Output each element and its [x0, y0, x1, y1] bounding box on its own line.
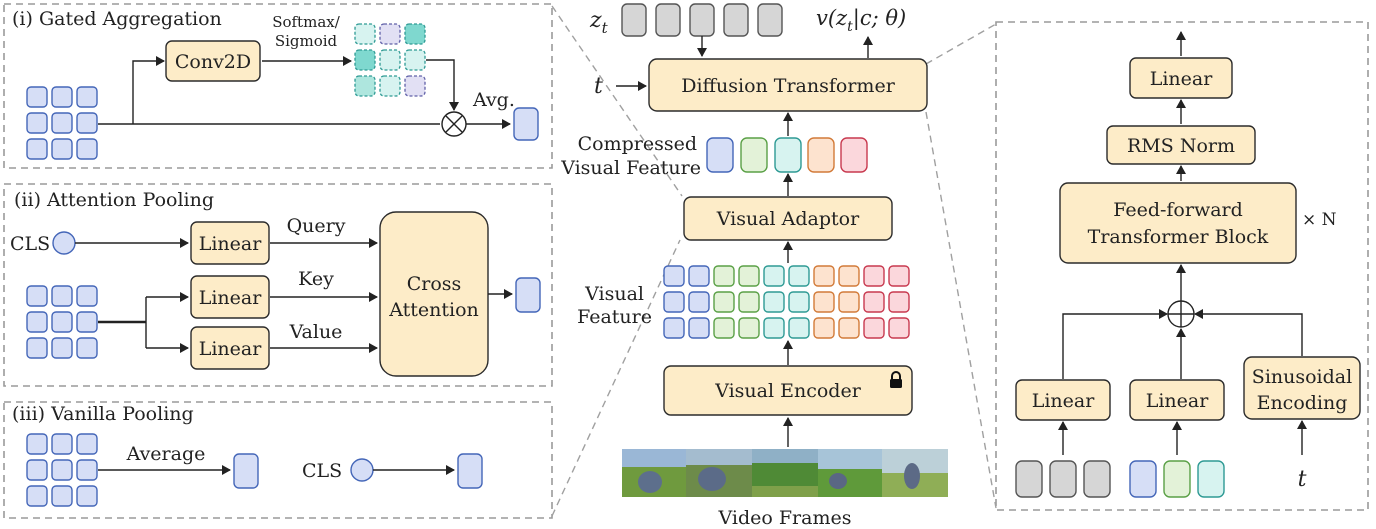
- timestep-label: t: [1298, 467, 1307, 492]
- attn-title: (ii) Attention Pooling: [14, 189, 214, 211]
- panel-vanilla-pooling: [3, 401, 553, 519]
- feedforward-label-1: Feed-forward: [1113, 199, 1243, 221]
- video-frames-strip: [622, 449, 948, 497]
- linear-top-box: [1129, 57, 1233, 99]
- avg-label: Avg.: [472, 89, 515, 111]
- average-label: Average: [126, 443, 206, 465]
- vanilla-cls-label: CLS: [302, 460, 342, 482]
- linear-value-box: [190, 326, 270, 370]
- cross-attention-label-1: Cross: [407, 273, 462, 295]
- attn-cls-label: CLS: [10, 233, 50, 255]
- linear-key-label: Linear: [199, 287, 263, 309]
- attn-input-grid: [26, 285, 98, 359]
- conv2d-label: Conv2D: [175, 51, 251, 73]
- add-icon: [1167, 300, 1195, 328]
- visual-encoder-label: Visual Encoder: [714, 380, 861, 402]
- gated-title: (i) Gated Aggregation: [12, 8, 222, 30]
- diffusion-transformer-box: [648, 58, 928, 112]
- panel-transformer-detail: [995, 21, 1369, 511]
- visual-adaptor-box: [683, 196, 893, 241]
- compressed-feature-label-2: Visual Feature: [560, 157, 701, 179]
- panel-attention-pooling: [3, 183, 553, 387]
- gated-input-grid: [26, 86, 98, 160]
- value-label: Value: [289, 321, 343, 343]
- key-label: Key: [298, 268, 334, 290]
- diffusion-transformer-label: Diffusion Transformer: [681, 75, 895, 97]
- compressed-feature-tokens: [706, 137, 868, 173]
- query-label: Query: [287, 215, 346, 237]
- vanilla-input-grid: [26, 433, 98, 507]
- zoom-line-left-bottom: [551, 239, 681, 517]
- noise-token-row: [621, 3, 783, 37]
- conv2d-box: [165, 40, 261, 82]
- attn-cls-token: [52, 231, 76, 255]
- linear-top-label: Linear: [1150, 68, 1214, 90]
- softmax-label-1: Softmax/: [272, 13, 341, 31]
- visual-adaptor-label: Visual Adaptor: [716, 208, 860, 230]
- sinusoidal-label-2: Encoding: [1257, 392, 1348, 414]
- vanilla-output-token-2: [457, 453, 483, 489]
- output-label: v(zt|c; θ): [816, 6, 906, 35]
- feedforward-block-box: [1059, 182, 1297, 264]
- zoom-line-right-bottom: [925, 111, 997, 509]
- time-input-label: t: [594, 74, 603, 99]
- linear-query-box: [190, 221, 270, 265]
- times-n-label: × N: [1302, 210, 1337, 230]
- vanilla-title: (iii) Vanilla Pooling: [12, 403, 194, 425]
- lock-icon: [890, 371, 902, 388]
- vanilla-output-token-1: [233, 453, 259, 489]
- attn-output-token: [515, 277, 541, 313]
- visual-encoder-box: [663, 365, 913, 416]
- compressed-feature-label-1: Compressed: [578, 133, 697, 155]
- visual-feature-grid: [663, 265, 910, 339]
- linear-a-label: Linear: [1032, 390, 1096, 412]
- cross-attention-label-2: Attention: [388, 299, 479, 321]
- visual-feature-label-1: Visual: [584, 283, 644, 305]
- condition-token-input-row: [1129, 460, 1225, 498]
- zoom-line-left-top: [551, 5, 683, 197]
- linear-query-label: Linear: [199, 233, 263, 255]
- sinusoidal-encoding-box: [1243, 356, 1361, 420]
- rms-norm-label: RMS Norm: [1127, 135, 1235, 157]
- noise-token-input-row: [1015, 460, 1111, 498]
- panel-gated-aggregation: [3, 3, 553, 169]
- zoom-line-right-top: [925, 23, 997, 65]
- linear-key-box: [190, 275, 270, 319]
- linear-a-box: [1015, 379, 1111, 421]
- rms-norm-box: [1106, 125, 1256, 165]
- gate-weight-grid: [354, 23, 426, 97]
- video-frames-label: Video Frames: [718, 507, 852, 529]
- linear-b-label: Linear: [1146, 390, 1210, 412]
- feedforward-label-2: Transformer Block: [1088, 226, 1269, 248]
- linear-value-label: Linear: [199, 338, 263, 360]
- vanilla-cls-token: [350, 458, 374, 482]
- zt-label: zt: [589, 8, 609, 37]
- multiply-icon: [441, 111, 467, 137]
- sinusoidal-label-1: Sinusoidal: [1252, 366, 1352, 388]
- softmax-label-2: Sigmoid: [275, 32, 338, 50]
- gated-output-token: [513, 107, 539, 141]
- visual-feature-label-2: Feature: [577, 306, 652, 328]
- linear-b-box: [1129, 379, 1225, 421]
